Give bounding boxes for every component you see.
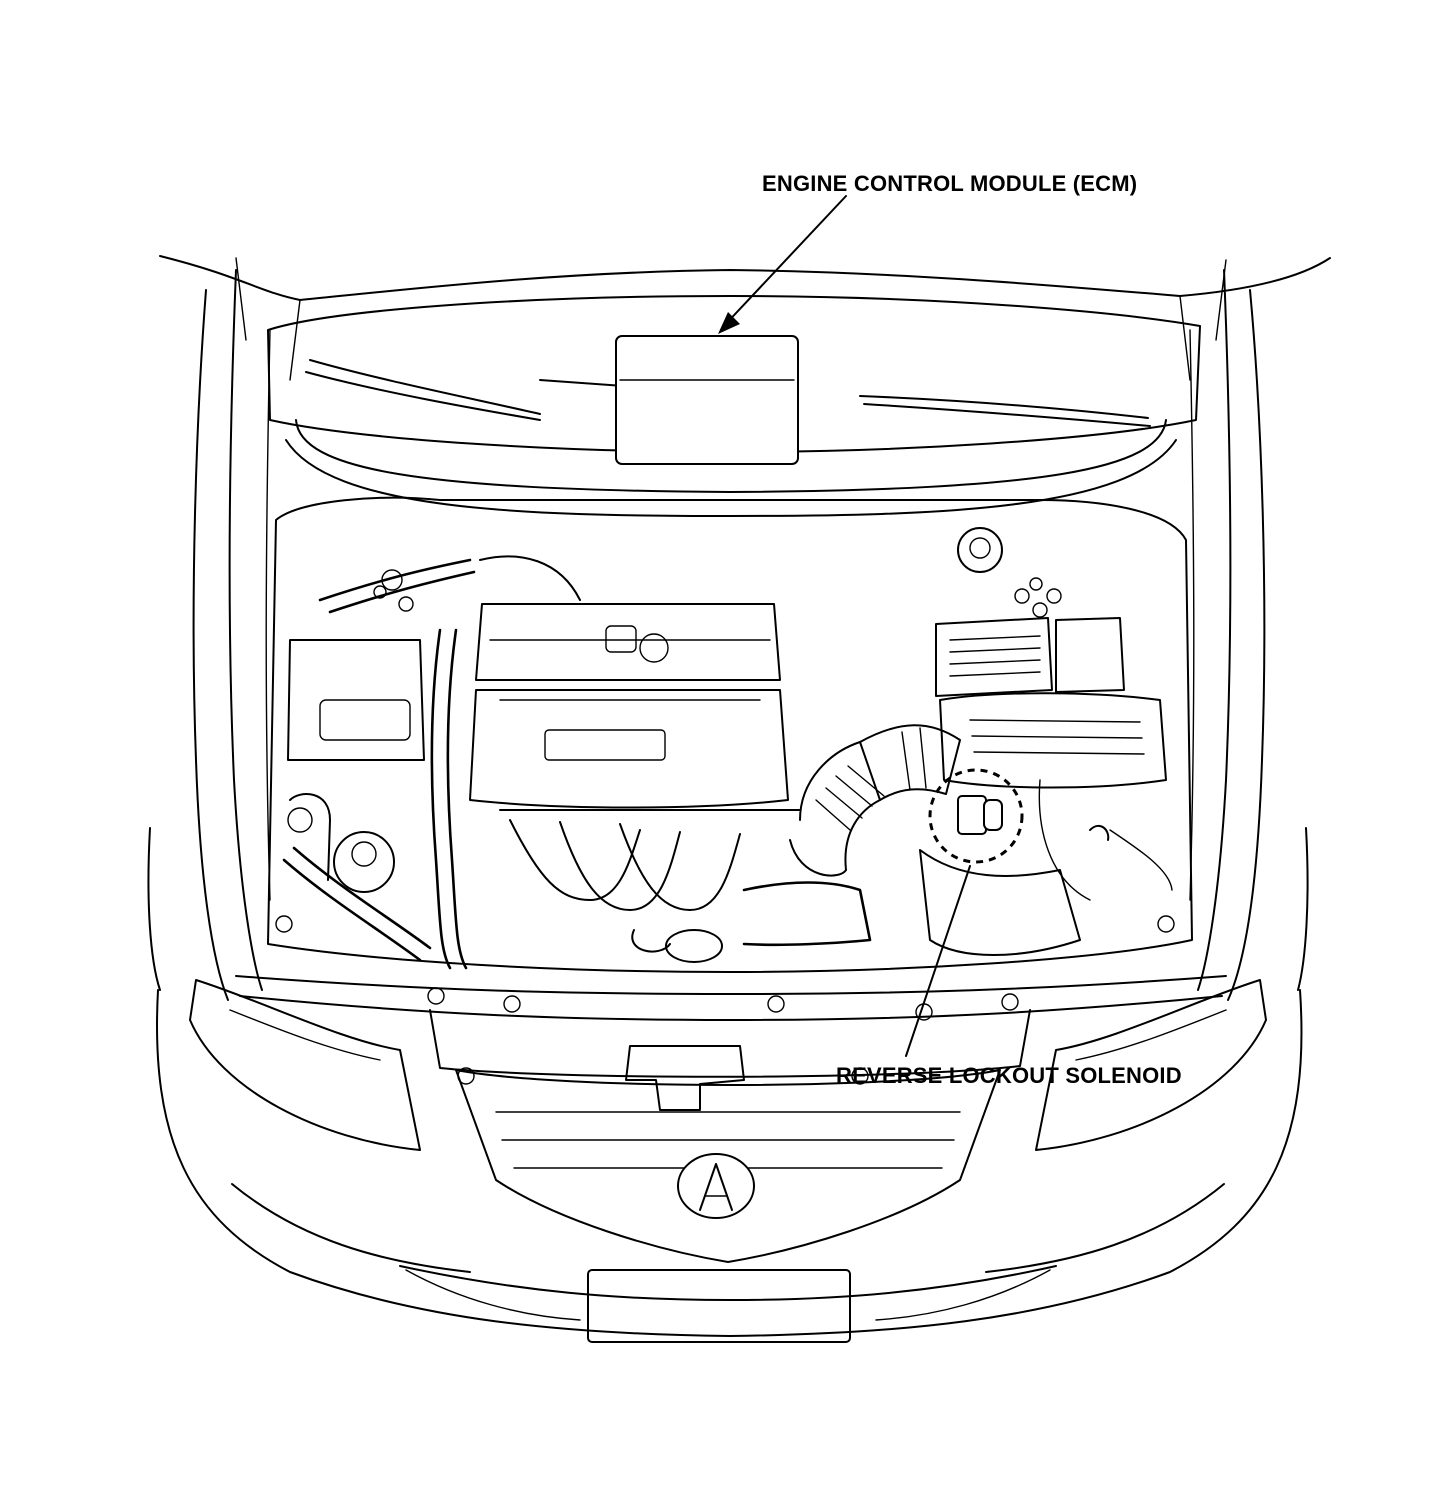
license-plate [587,1269,851,1343]
engine-compartment [267,496,1193,973]
ecm-module [615,335,799,465]
ecm-callout-label: ENGINE CONTROL MODULE (ECM) [762,171,1138,196]
right-components [742,527,1173,956]
left-components [287,569,425,893]
radiator-support [235,915,1227,1111]
front-bumper [147,827,1309,1337]
radiator-cap [631,929,723,963]
engine-head-cover [469,603,801,911]
hoses-left [282,555,581,970]
air-cleaner-box [935,617,1167,789]
right-fender [1189,269,1266,1001]
intake-duct [789,724,961,877]
acura-emblem-icon [677,1153,755,1219]
right-headlight [1035,979,1267,1151]
reverse-lockout-solenoid-callout-label: REVERSE LOCKOUT SOLENOID [836,1063,1182,1088]
lower-bumper [405,1269,1051,1321]
solenoid-leader-line [905,865,971,1057]
ecm-leader-line [718,195,847,334]
left-fender [192,269,271,1001]
reverse-lockout-solenoid [928,768,1024,864]
cowl-panel [267,295,1201,517]
left-headlight [189,979,421,1151]
